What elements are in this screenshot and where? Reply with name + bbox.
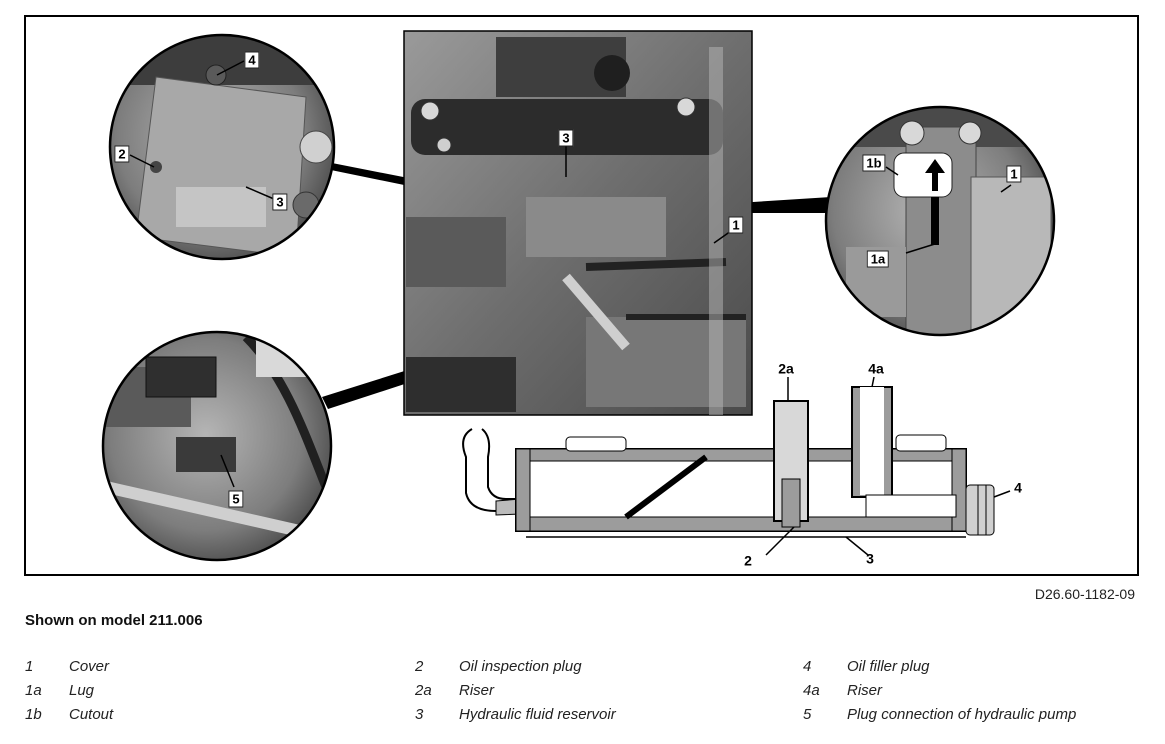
figure-code: D26.60-1182-09 bbox=[1034, 586, 1135, 602]
legend-number: 3 bbox=[415, 706, 424, 723]
legend-item-1b: 1b Cutout bbox=[25, 706, 113, 723]
leader-center-1 bbox=[713, 230, 732, 244]
legend-item-1a: 1a Lug bbox=[25, 682, 94, 699]
legend-text: Oil inspection plug bbox=[459, 658, 582, 675]
leader-2 bbox=[765, 526, 795, 556]
detail-view-top-left bbox=[108, 33, 336, 261]
callout-1-right: 1 bbox=[1006, 165, 1022, 183]
legend-number: 2 bbox=[415, 658, 424, 675]
legend-item-4: 4 Oil filler plug bbox=[803, 658, 930, 675]
callout-4a: 4a bbox=[868, 360, 884, 377]
callout-3-top-left: 3 bbox=[272, 193, 288, 211]
legend-item-1: 1 Cover bbox=[25, 658, 109, 675]
figure-frame: 4 2 3 3 1 1b 1 1a 5 2a 4a 4 2 3 bbox=[24, 15, 1139, 576]
callout-2-section: 2 bbox=[744, 552, 752, 569]
legend-item-2: 2 Oil inspection plug bbox=[415, 658, 582, 675]
leader-4a bbox=[871, 376, 875, 388]
legend-number: 1a bbox=[25, 682, 42, 699]
legend-number: 1 bbox=[25, 658, 34, 675]
legend-item-2a: 2a Riser bbox=[415, 682, 494, 699]
leader-4 bbox=[993, 490, 1011, 498]
legend-number: 2a bbox=[415, 682, 432, 699]
legend-text: Riser bbox=[459, 682, 495, 699]
callout-1a: 1a bbox=[866, 250, 890, 268]
callout-3-section: 3 bbox=[866, 550, 874, 567]
callout-5: 5 bbox=[228, 490, 244, 508]
legend-text: Hydraulic fluid reservoir bbox=[459, 706, 616, 723]
reservoir-cross-section bbox=[462, 386, 995, 538]
legend-text: Lug bbox=[69, 682, 95, 699]
leader-3 bbox=[845, 536, 869, 556]
legend-item-3: 3 Hydraulic fluid reservoir bbox=[415, 706, 616, 723]
center-photo bbox=[403, 30, 753, 416]
callout-4-top-left: 4 bbox=[244, 51, 260, 69]
legend-text: Riser bbox=[847, 682, 883, 699]
callout-1b: 1b bbox=[862, 154, 886, 172]
detail-view-right bbox=[824, 105, 1056, 337]
legend-number: 5 bbox=[803, 706, 812, 723]
figure-illustration bbox=[101, 30, 1056, 562]
legend-item-4a: 4a Riser bbox=[803, 682, 882, 699]
legend-number: 4 bbox=[803, 658, 812, 675]
legend-number: 4a bbox=[803, 682, 820, 699]
legend-text: Plug connection of hydraulic pump bbox=[847, 706, 1077, 723]
callout-3-center: 3 bbox=[558, 129, 574, 147]
detail-view-bottom-left bbox=[101, 330, 333, 562]
legend-number: 1b bbox=[25, 706, 42, 723]
callout-1-center: 1 bbox=[728, 216, 744, 234]
legend-text: Cutout bbox=[69, 706, 114, 723]
legend-item-5: 5 Plug connection of hydraulic pump bbox=[803, 706, 1076, 723]
callout-4-section: 4 bbox=[1014, 479, 1022, 496]
callout-2a: 2a bbox=[778, 360, 794, 377]
legend-text: Cover bbox=[69, 658, 110, 675]
caption: Shown on model 211.006 bbox=[25, 612, 203, 629]
legend-text: Oil filler plug bbox=[847, 658, 930, 675]
callout-2-top-left: 2 bbox=[114, 145, 130, 163]
